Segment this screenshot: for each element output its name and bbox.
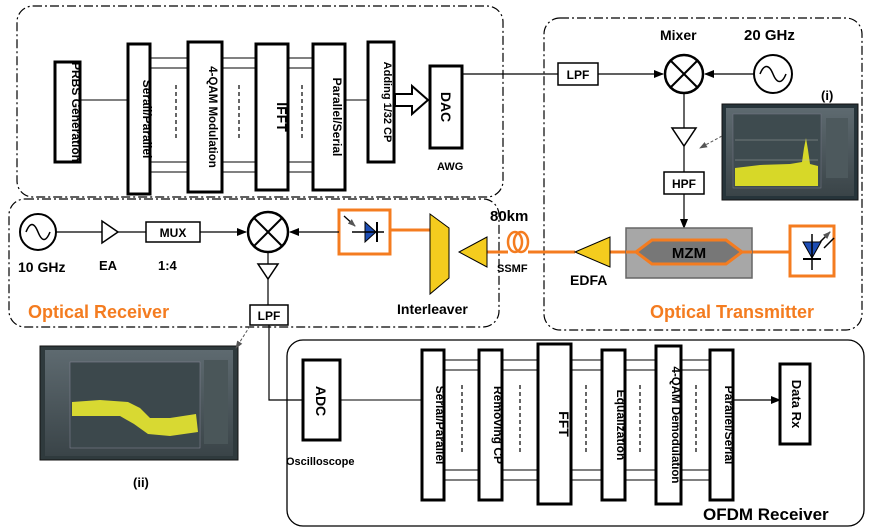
dac-block <box>428 64 464 150</box>
rx-ellipsis-lines <box>461 385 697 455</box>
edfa-amplifier <box>573 236 611 268</box>
mux-ratio-label: 1:4 <box>158 258 178 273</box>
tx-ellipsis-lines <box>175 85 303 140</box>
optical-fiber-path <box>390 228 790 254</box>
dac-label: DAC <box>438 92 454 122</box>
tx-lpf-label: LPF <box>567 68 590 82</box>
fft-block <box>536 342 573 506</box>
data-rx-block <box>778 362 812 446</box>
awg-label: AWG <box>437 161 463 173</box>
parallel-serial-block <box>311 42 347 192</box>
optical-transmitter-section <box>543 17 863 331</box>
mzm-label: MZM <box>672 245 706 262</box>
tx-mixer <box>663 53 705 95</box>
block-arrow-to-dac <box>394 83 430 117</box>
optical-receiver-title: Optical Receiver <box>28 302 169 322</box>
ifft-block <box>254 42 290 192</box>
ofdm-receiver-section <box>286 339 865 527</box>
rx-lpf-label: LPF <box>258 309 281 323</box>
rx-oscillator <box>19 213 57 251</box>
tx-rf-amplifier <box>670 127 698 148</box>
ea-amplifier <box>101 219 120 245</box>
rx-rf-amplifier <box>256 263 280 281</box>
inset-i-spectrum-photo <box>721 103 859 201</box>
inset-ii-label: (ii) <box>133 475 149 490</box>
mzm-modulator <box>625 227 753 279</box>
rx-optical-amplifier <box>457 236 488 268</box>
edfa-label: EDFA <box>570 272 607 288</box>
qam-demodulation-block <box>654 344 683 506</box>
qam-modulation-label: 4-QAM Modulation <box>206 66 218 168</box>
mixer-label: Mixer <box>660 27 697 43</box>
qam-demodulation-label: 4-QAM Demodulation <box>669 367 681 484</box>
inset-i-pointer <box>699 135 723 149</box>
adding-cp-block <box>366 40 396 164</box>
equalization-block <box>600 348 627 502</box>
fiber-length-label: 80km <box>490 208 528 225</box>
mux-label: MUX <box>160 226 187 240</box>
ssmf-fiber-spool <box>506 230 530 254</box>
rx-lo-frequency-label: 10 GHz <box>18 259 65 275</box>
fft-label: FFT <box>556 411 572 437</box>
equalization-label: Equalization <box>614 390 628 461</box>
photodetector <box>337 208 392 256</box>
prbs-block <box>53 60 82 164</box>
optical-receiver-section <box>8 198 500 328</box>
rx-serial-parallel-label: Serial/Parallel <box>433 386 447 465</box>
inset-ii-pointer <box>235 325 251 349</box>
adc-block <box>301 358 342 442</box>
tx-parallel-lines <box>80 57 368 173</box>
removing-cp-block <box>477 348 504 502</box>
tx-lo-frequency-label: 20 GHz <box>744 27 795 44</box>
rx-parallel-serial-block <box>708 348 735 502</box>
adding-cp-label: Adding 1/32 CP <box>381 62 393 143</box>
ifft-label: IFFT <box>274 102 290 132</box>
laser-source <box>788 224 836 278</box>
tx-oscillator <box>753 54 793 94</box>
interleaver <box>429 213 450 296</box>
optical-transmitter-title: Optical Transmitter <box>650 302 814 322</box>
lpf-to-adc-line <box>268 325 303 401</box>
rx-serial-parallel-block <box>420 348 446 502</box>
prbs-label: PRBS Generation <box>69 62 83 162</box>
oscilloscope-label: Oscilloscope <box>286 456 354 468</box>
ofdm-receiver-title: OFDM Receiver <box>703 505 829 524</box>
transmitter-dsp-section <box>16 5 504 198</box>
interleaver-label: Interleaver <box>397 301 468 317</box>
qam-modulation-block <box>186 40 224 194</box>
serial-parallel-block <box>126 42 152 196</box>
rx-parallel-lines <box>340 359 710 481</box>
parallel-serial-label: Parallel/Serial <box>330 78 344 157</box>
removing-cp-label: Removing CP <box>491 386 505 464</box>
inset-ii-spectrum-photo <box>39 345 239 461</box>
inset-i-label: (i) <box>821 88 833 103</box>
adc-label: ADC <box>313 386 329 416</box>
hpf-label: HPF <box>672 177 696 191</box>
ssmf-label: SSMF <box>497 263 528 275</box>
serial-parallel-label: Serail/Parallel <box>140 80 154 159</box>
data-rx-label: Data Rx <box>789 380 804 429</box>
ea-label: EA <box>99 258 118 273</box>
rx-mixer <box>246 210 290 254</box>
rx-parallel-serial-label: Parallel/Serial <box>722 386 736 465</box>
